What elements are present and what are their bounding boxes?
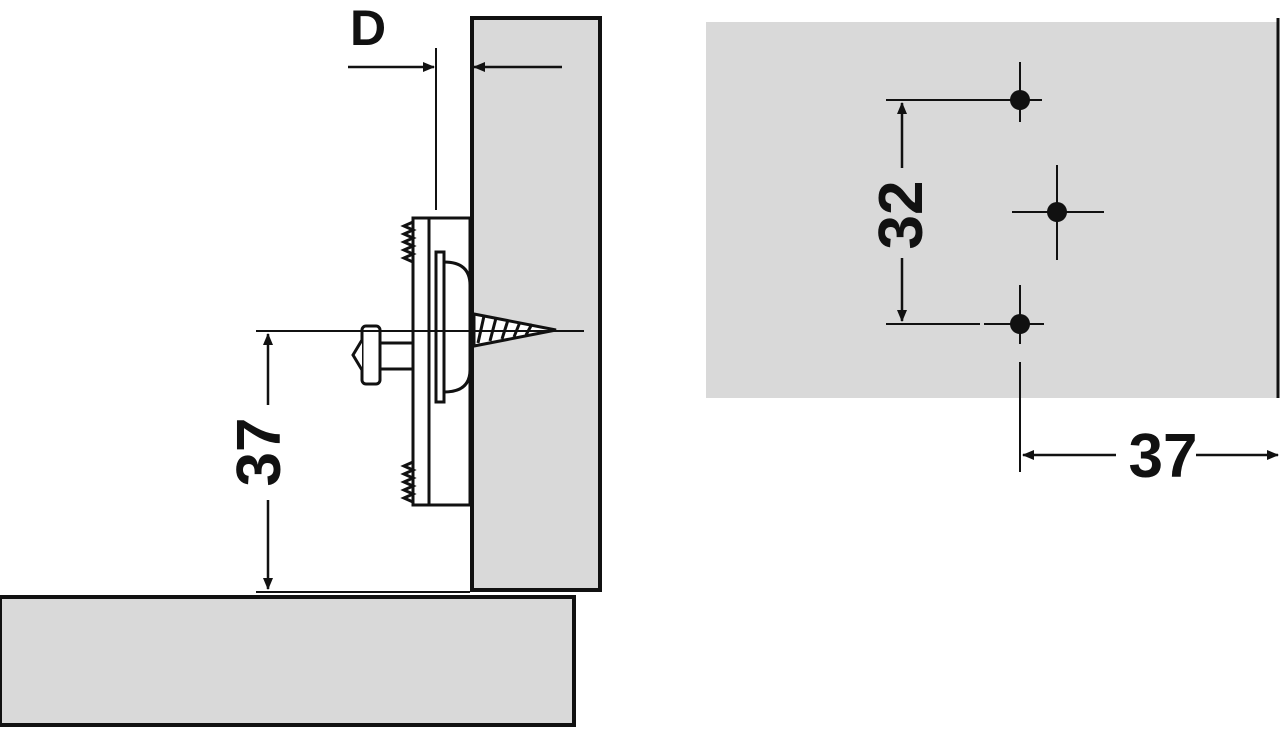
dimension-d-label: D (350, 0, 386, 56)
side-panel (470, 16, 602, 592)
adjustment-screw (351, 324, 415, 386)
drill-hole-bottom (984, 285, 1044, 344)
dimension-37-vertical-label: 37 (225, 418, 294, 487)
side-view: D 37 (0, 0, 602, 727)
dimension-32-label: 32 (867, 181, 936, 250)
dimension-37-horizontal-label: 37 (1129, 422, 1198, 491)
front-panel (706, 22, 1278, 398)
front-view: 32 37 (706, 18, 1280, 491)
bottom-panel (0, 595, 576, 727)
mounting-plate (400, 216, 472, 507)
drill-hole-middle (1012, 165, 1104, 260)
